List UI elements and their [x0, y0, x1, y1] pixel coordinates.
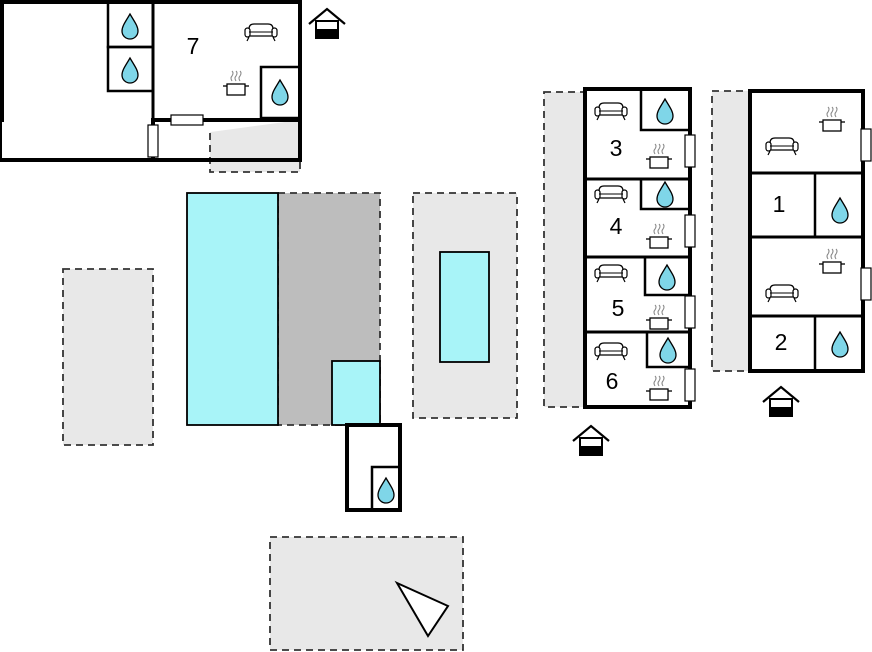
- unit-label: 6: [606, 368, 619, 394]
- window-icon: [860, 267, 872, 301]
- water-drop-icon: [121, 57, 139, 84]
- north-arrow-icon: [394, 580, 450, 638]
- terrace: [543, 91, 585, 408]
- house-entrance-icon: [307, 7, 347, 40]
- pool-large: [186, 192, 279, 426]
- sofa-icon: [244, 23, 278, 42]
- unit-label: 3: [610, 135, 623, 161]
- window-icon: [147, 124, 159, 158]
- cooking-pot-icon: [222, 70, 250, 96]
- bathroom-building: [345, 423, 402, 512]
- window-icon: [684, 214, 696, 248]
- water-drop-icon: [121, 13, 139, 40]
- window-icon: [860, 128, 872, 162]
- terrace: [269, 536, 464, 651]
- house-entrance-icon: [761, 385, 801, 418]
- pool-small: [331, 360, 381, 426]
- unit-label: 2: [775, 329, 788, 355]
- window-icon: [684, 295, 696, 329]
- unit-label: 7: [187, 33, 200, 59]
- building-1-2: 1 2: [748, 89, 865, 373]
- unit-label: 4: [610, 213, 623, 239]
- unit-label: 1: [773, 191, 786, 217]
- water-drop-icon: [271, 79, 289, 106]
- unit-label: 5: [612, 295, 625, 321]
- terrace: [62, 268, 154, 446]
- pool-terrace: [439, 251, 490, 363]
- house-entrance-icon: [571, 424, 611, 457]
- window-icon: [684, 368, 696, 402]
- window-icon: [684, 134, 696, 168]
- terrace: [711, 90, 751, 372]
- window-icon: [170, 114, 204, 126]
